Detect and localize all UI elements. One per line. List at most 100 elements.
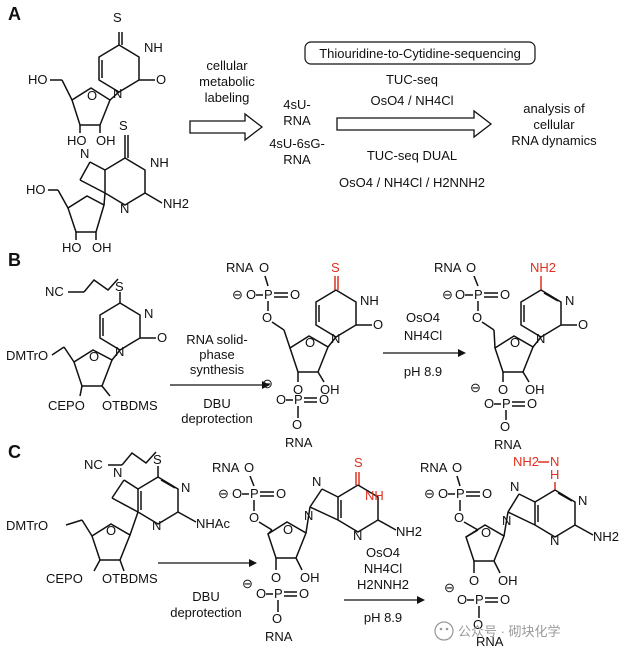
analysis-line1: analysis of — [523, 101, 585, 116]
atom-n: N — [312, 474, 321, 489]
b-cytidine-rna: RNA O ⊖ O P O O NH2 N O N O OH O ⊖ O P O — [434, 260, 588, 452]
atom-cepo: CEPO — [46, 571, 83, 586]
charge-minus: ⊖ — [242, 576, 253, 591]
rna-6sg-line2: RNA — [283, 152, 311, 167]
atom-o: O — [157, 330, 167, 345]
atom-n: N — [565, 293, 574, 308]
charge-minus: ⊖ — [262, 376, 273, 391]
atom-o: O — [262, 310, 272, 325]
tuc-dual-label: TUC-seq DUAL — [367, 148, 457, 163]
atom-ho: HO — [62, 240, 82, 255]
atom-n: N — [152, 518, 161, 533]
atom-o: O — [272, 611, 282, 626]
b-cond-synthesis-2: phase — [199, 347, 234, 362]
atom-n: N — [304, 508, 313, 523]
atom-n: N — [502, 513, 511, 528]
rna-6sg-line1: 4sU-6sG- — [269, 136, 325, 151]
atom-o: O — [259, 260, 269, 275]
atom-nh: NH — [360, 293, 379, 308]
wechat-icon — [434, 621, 454, 641]
c-cond-nh4cl: NH4Cl — [364, 561, 402, 576]
atom-p: P — [475, 592, 484, 607]
atom-h-red: H — [550, 467, 559, 482]
atom-o: O — [498, 382, 508, 397]
b-cond-nh4cl: NH4Cl — [404, 328, 442, 343]
c-starting-nucleoside: NC S N N N NHAc O DMTrO CEPO OTBDMS — [6, 451, 230, 586]
atom-s-red: S — [354, 455, 363, 470]
atom-ho: HO — [28, 72, 48, 87]
watermark-text: 公众号 · 砌块化学 — [458, 624, 561, 639]
atom-n: N — [536, 331, 545, 346]
atom-o: O — [232, 486, 242, 501]
atom-o: O — [500, 419, 510, 434]
atom-o: O — [466, 260, 476, 275]
atom-s: S — [113, 10, 122, 25]
atom-n: N — [510, 479, 519, 494]
atom-ho: HO — [26, 182, 46, 197]
tuc-dual-reagents: OsO4 / NH4Cl / H2NNH2 — [339, 175, 485, 190]
atom-rna: RNA — [212, 460, 240, 475]
atom-oh: OH — [525, 382, 545, 397]
atom-n: N — [80, 146, 89, 161]
label-labeling: labeling — [205, 90, 250, 105]
b-cond-deprotection: deprotection — [181, 411, 253, 426]
atom-oh: OH — [96, 133, 116, 148]
atom-oh: OH — [300, 570, 320, 585]
atom-o: O — [276, 486, 286, 501]
atom-o: O — [271, 570, 281, 585]
c-cond-dbu: DBU — [192, 589, 219, 604]
rna-4su-line2: RNA — [283, 113, 311, 128]
c-arrow-2-head — [417, 596, 425, 604]
atom-o: O — [256, 586, 266, 601]
atom-o: O — [527, 396, 537, 411]
atom-o: O — [472, 310, 482, 325]
atom-oh: OH — [498, 573, 518, 588]
thioguanosine-structure: S NH N N NH2 HO HO OH — [26, 118, 189, 255]
atom-rna: RNA — [420, 460, 448, 475]
atom-otbdms: OTBDMS — [102, 398, 158, 413]
c-arrow-1-head — [249, 559, 257, 567]
atom-nc: NC — [45, 284, 64, 299]
method-box — [304, 41, 536, 65]
atom-n: N — [113, 465, 122, 480]
atom-n-red: N — [550, 454, 559, 469]
c-cond-hydrazine: H2NNH2 — [357, 577, 409, 592]
c-cond-oso4: OsO4 — [366, 545, 400, 560]
charge-minus: ⊖ — [232, 287, 243, 302]
c-6sg-rna: RNA O ⊖ O P O O S NH N N N NH2 O OH O ⊖ — [212, 455, 422, 644]
c-cond-deprotection: deprotection — [170, 605, 242, 620]
method-box-label: Thiouridine-to-Cytidine-sequencing — [319, 46, 521, 61]
b-cond-oso4: OsO4 — [406, 310, 440, 325]
atom-oh: OH — [320, 382, 340, 397]
atom-o: O — [156, 72, 166, 87]
atom-o: O — [438, 486, 448, 501]
b-arrow-1-head — [262, 381, 270, 389]
watermark: 公众号 · 砌块化学 — [434, 621, 561, 641]
b-cond-ph: pH 8.9 — [404, 364, 442, 379]
atom-rna: RNA — [226, 260, 254, 275]
atom-o: O — [500, 592, 510, 607]
atom-o: O — [89, 349, 99, 364]
atom-nh: NH — [144, 40, 163, 55]
charge-minus: ⊖ — [442, 287, 453, 302]
atom-ho: HO — [67, 133, 87, 148]
atom-o: O — [469, 573, 479, 588]
atom-nh: NH — [150, 155, 169, 170]
atom-o: O — [283, 522, 293, 537]
b-cond-dbu: DBU — [203, 396, 230, 411]
atom-p: P — [502, 396, 511, 411]
atom-cepo: CEPO — [48, 398, 85, 413]
atom-p: P — [456, 486, 465, 501]
atom-n: N — [550, 533, 559, 548]
rna-4su-line1: 4sU- — [283, 97, 310, 112]
atom-p: P — [274, 586, 283, 601]
charge-minus: ⊖ — [470, 380, 481, 395]
atom-rna: RNA — [434, 260, 462, 275]
atom-o: O — [319, 392, 329, 407]
atom-p: P — [294, 392, 303, 407]
atom-o: O — [373, 317, 383, 332]
atom-p: P — [474, 287, 483, 302]
atom-n: N — [331, 331, 340, 346]
atom-o: O — [292, 417, 302, 432]
tuc-seq-label: TUC-seq — [386, 72, 438, 87]
